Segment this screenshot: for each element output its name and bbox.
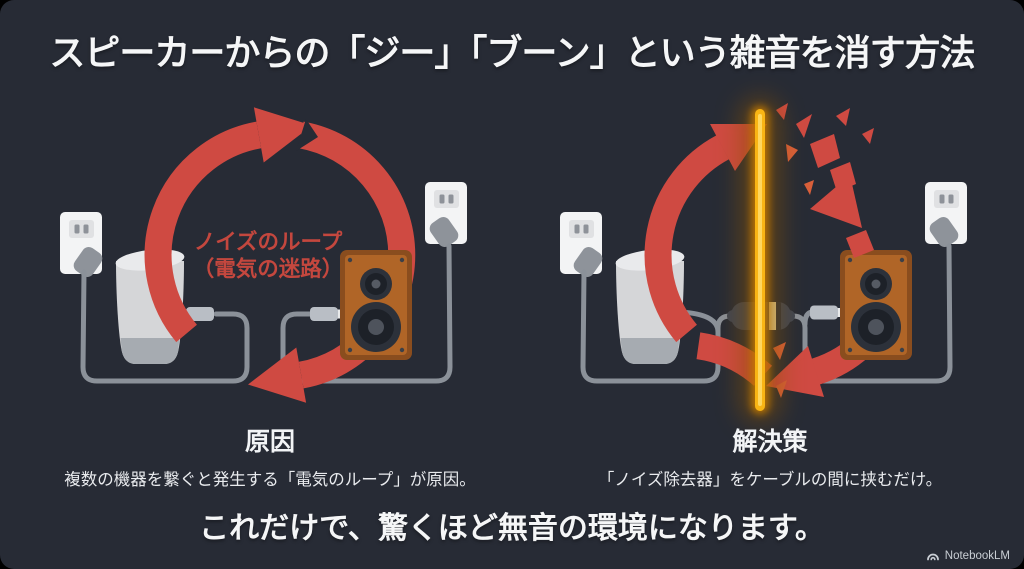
power-plug-icon xyxy=(929,216,959,248)
solution-heading: 解決策 xyxy=(732,428,808,456)
solution-caption: 「ノイズ除去器」をケーブルの間に挟むだけ。 xyxy=(597,470,943,489)
power-outlet-icon xyxy=(925,182,967,244)
brand-label: NotebookLM xyxy=(944,549,1010,562)
cause-section: 原因 複数の機器を繋ぐと発生する「電気のループ」が原因。 xyxy=(40,428,500,490)
solution-diagram xyxy=(540,97,1000,424)
bookshelf-speaker-icon xyxy=(840,250,912,360)
loop-label: ノイズのループ （電気の迷路） xyxy=(193,229,344,281)
bookshelf-speaker-icon xyxy=(340,250,412,360)
cause-caption: 複数の機器を繋ぐと発生する「電気のループ」が原因。 xyxy=(64,470,476,489)
power-plug-icon xyxy=(429,216,459,248)
page-title: スピーカーからの「ジー」「ブーン」という雑音を消す方法 xyxy=(49,32,975,73)
shattered-loop-shards xyxy=(773,103,874,398)
notebooklm-logo xyxy=(926,553,939,561)
loop-label-line2: （電気の迷路） xyxy=(193,256,344,281)
power-plug-icon xyxy=(573,246,603,278)
solution-section: 解決策 「ノイズ除去器」をケーブルの間に挟むだけ。 xyxy=(540,428,1000,490)
cause-diagram: ノイズのループ （電気の迷路） xyxy=(40,100,500,420)
power-plug-icon xyxy=(73,246,103,278)
cause-heading: 原因 xyxy=(244,428,295,456)
conclusion-text: これだけで、驚くほど無音の環境になります。 xyxy=(199,512,825,545)
brand-attribution: NotebookLM xyxy=(926,549,1010,562)
loop-label-line1: ノイズのループ xyxy=(194,229,343,254)
